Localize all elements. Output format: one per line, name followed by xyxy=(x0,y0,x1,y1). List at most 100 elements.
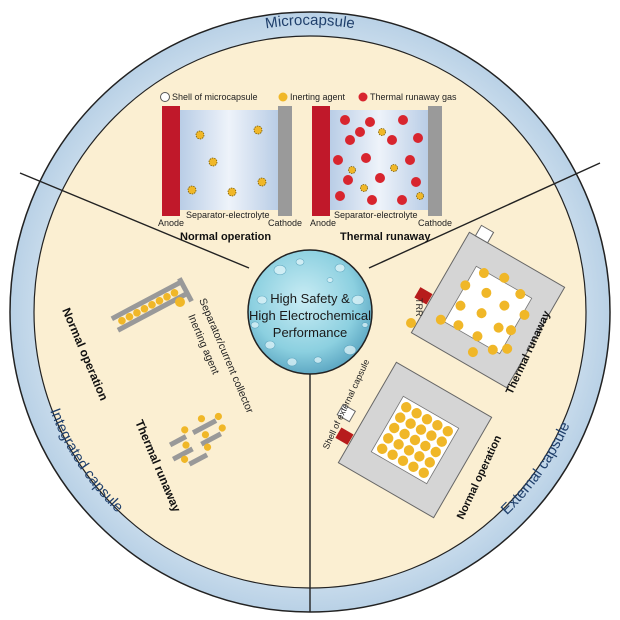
gas-dot xyxy=(387,135,397,145)
right-anode-label: Anode xyxy=(310,218,336,228)
water-droplet xyxy=(343,344,357,356)
gas-dot xyxy=(375,173,385,183)
integrated-runaway-dot xyxy=(182,441,190,449)
external-runaway-dot xyxy=(472,331,483,342)
right-cathode xyxy=(428,106,442,216)
external-normal-dot xyxy=(393,439,404,450)
external-normal-dot xyxy=(411,408,422,419)
external-runaway-dot xyxy=(502,343,513,354)
integrated-inerting-dot xyxy=(140,304,149,313)
external-normal-dot xyxy=(397,455,409,466)
external-normal-dot xyxy=(432,420,443,431)
external-normal-dot xyxy=(442,426,453,437)
external-runaway-dot xyxy=(505,325,516,336)
external-runaway-dot xyxy=(487,344,498,355)
left-inerting-particles xyxy=(187,125,267,197)
external-runaway-dot xyxy=(493,322,504,333)
external-runaway-dot xyxy=(467,347,478,358)
integrated-inerting-dot xyxy=(118,316,126,325)
inerting-agent-dot xyxy=(208,157,218,167)
gas-dot xyxy=(413,133,423,143)
external-normal-dot xyxy=(414,451,425,462)
integrated-runaway-dot xyxy=(180,455,189,463)
released-inerting-dot xyxy=(416,192,424,200)
external-normal-dot xyxy=(403,445,415,456)
released-inerting-dot xyxy=(360,184,368,192)
right-runaway-particles xyxy=(333,115,424,205)
external-runaway-dot xyxy=(455,300,466,311)
right-cathode-label: Cathode xyxy=(418,218,452,228)
gas-dot xyxy=(343,175,353,185)
integrated-runaway-dot xyxy=(201,431,210,439)
external-runaway-dot xyxy=(515,289,526,300)
external-normal-dot xyxy=(418,467,429,478)
gas-dot xyxy=(411,177,421,187)
left-separator xyxy=(180,110,278,210)
left-cathode-label: Cathode xyxy=(268,218,302,228)
external-normal-dot xyxy=(421,414,433,425)
external-normal-dot xyxy=(377,443,388,454)
divider-right xyxy=(368,162,601,269)
external-runaway-cell xyxy=(410,224,566,389)
released-inerting-dot xyxy=(378,128,386,136)
collector-legend-icon xyxy=(177,277,194,303)
gas-dot xyxy=(405,155,415,165)
integrated-inerting-dot xyxy=(170,289,179,297)
integrated-normal-layers xyxy=(110,279,188,333)
left-anode xyxy=(162,106,180,216)
center-droplets xyxy=(250,258,369,367)
external-runaway-dot xyxy=(481,287,492,298)
external-normal-dot xyxy=(401,402,412,413)
released-inerting-dot xyxy=(348,166,356,174)
legend-inerting-label: Inerting agent xyxy=(290,92,346,102)
center-circle xyxy=(247,249,373,375)
external-normal-dot xyxy=(408,461,419,472)
water-droplet xyxy=(286,357,298,367)
external-normal-dot xyxy=(383,433,394,444)
gas-dot xyxy=(340,115,350,125)
integrated-runaway-dot xyxy=(203,443,212,451)
inerting-agent-dot xyxy=(187,185,197,195)
external-normal-dot xyxy=(420,440,431,452)
external-runaway-dot xyxy=(499,300,510,311)
integrated-runaway-dot xyxy=(214,412,222,421)
water-droplet xyxy=(256,295,268,305)
integrated-runaway-dot xyxy=(181,426,189,434)
left-separator-label: Separator-electrolyte xyxy=(186,210,270,220)
water-droplet xyxy=(326,277,334,283)
water-droplet xyxy=(273,264,287,276)
integrated-runaway-dot xyxy=(197,415,206,423)
inerting-agent-dot xyxy=(257,177,267,187)
integrated-runaway-dot xyxy=(218,424,226,432)
external-runaway-dot xyxy=(478,268,489,279)
external-runaway-dot xyxy=(453,320,464,331)
microcapsule-section: Shell of microcapsule Inerting agent The… xyxy=(158,92,457,243)
water-droplet xyxy=(250,321,260,329)
water-droplet xyxy=(334,263,346,273)
water-droplet xyxy=(313,356,323,364)
legend-shell-label: Shell of microcapsule xyxy=(172,92,258,102)
left-cathode xyxy=(278,106,292,216)
external-normal-dot xyxy=(415,424,427,435)
gas-dot xyxy=(367,195,377,205)
external-runaway-dot xyxy=(435,314,446,325)
center-line-1: High Safety & xyxy=(270,291,350,306)
released-inerting-dot xyxy=(390,164,398,172)
left-panel-title: Normal operation xyxy=(180,231,271,243)
inerting-agent-dot xyxy=(195,130,205,140)
gas-dot xyxy=(361,153,371,163)
external-normal-cell xyxy=(335,361,493,519)
integrated-inerting-dot xyxy=(163,293,171,301)
water-droplet xyxy=(361,322,369,328)
right-separator-label: Separator-electrolyte xyxy=(334,210,418,220)
inerting-agent-dot xyxy=(227,187,237,197)
external-runaway-dot xyxy=(460,280,471,291)
trr-label: TRR xyxy=(414,298,424,317)
gas-dot xyxy=(345,135,355,145)
external-normal-dot xyxy=(424,457,435,468)
center-line-3: Performance xyxy=(273,325,347,340)
inerting-agent-dot xyxy=(253,125,263,135)
external-normal-dot xyxy=(430,446,441,458)
ring-label-microcapsule: Microcapsule xyxy=(264,12,356,33)
integrated-inerting-icon xyxy=(175,297,185,307)
